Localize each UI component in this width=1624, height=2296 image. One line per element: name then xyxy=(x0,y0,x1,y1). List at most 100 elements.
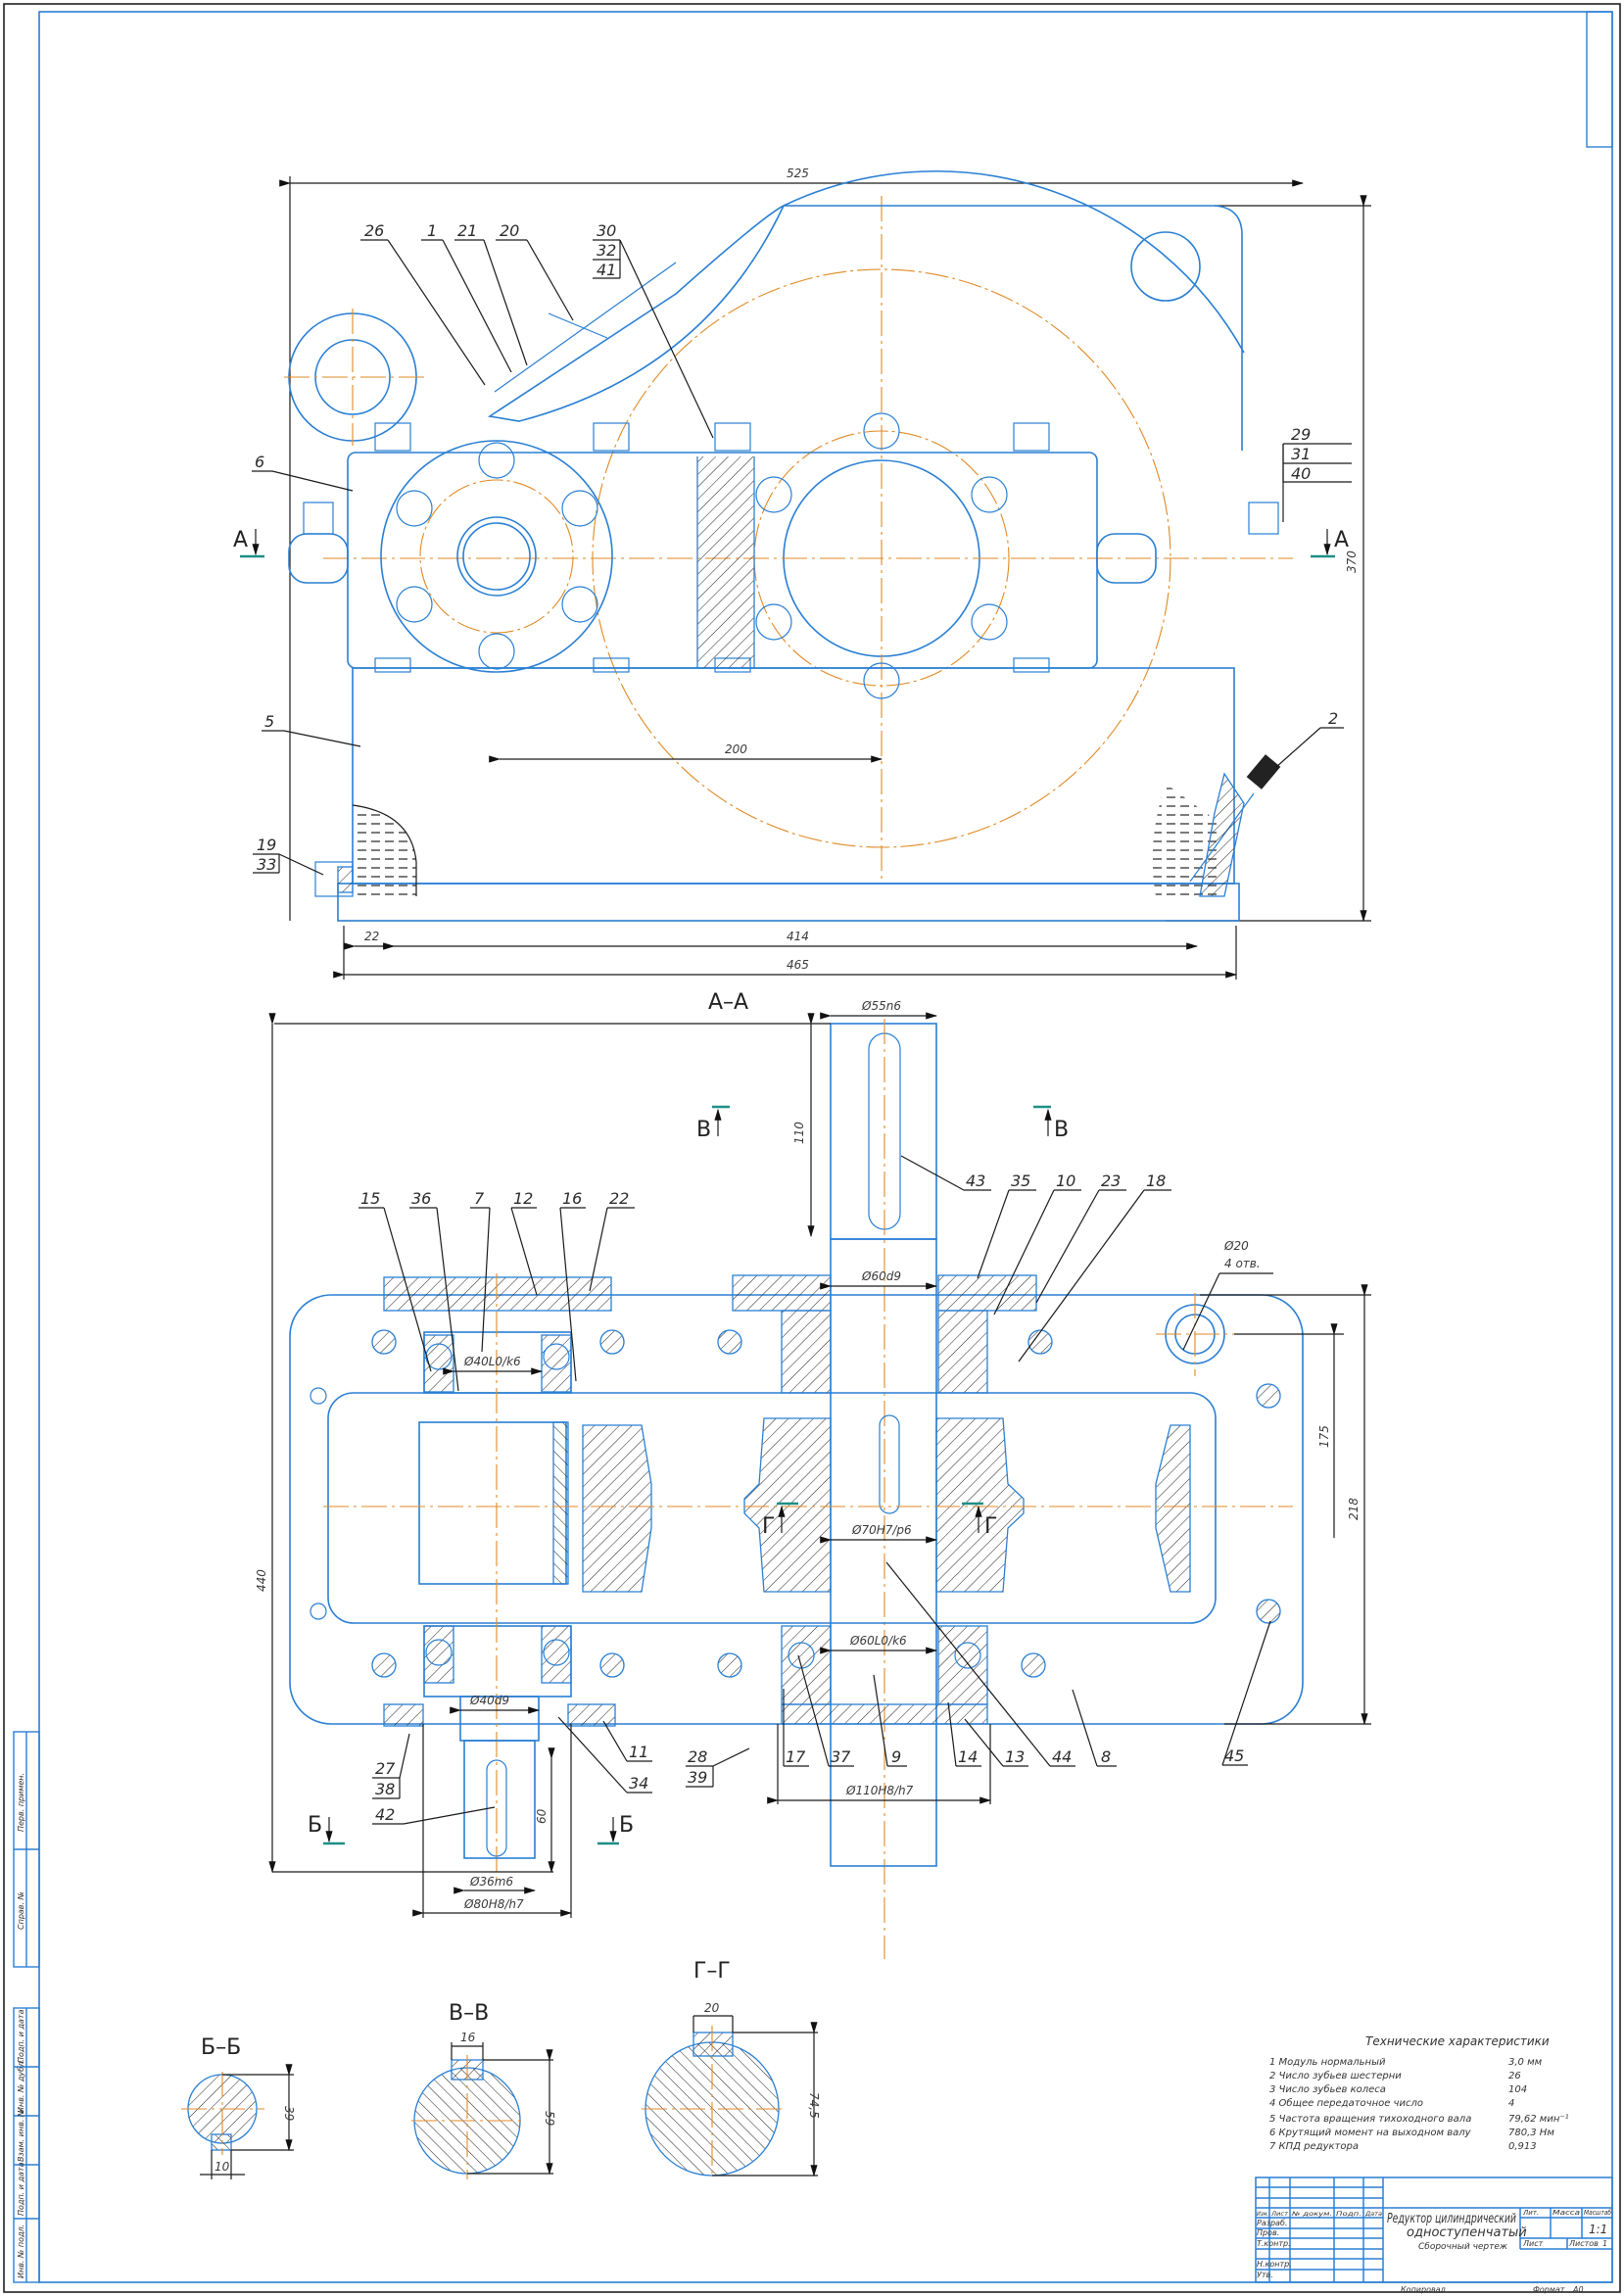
spec-label: 2 Число зубьев шестерни xyxy=(1269,2070,1402,2081)
callout-5: 5 xyxy=(264,712,274,731)
copied-label: Копировал xyxy=(1401,2285,1446,2294)
callout-2: 2 xyxy=(1328,709,1338,728)
sheets-label: Листов xyxy=(1568,2239,1599,2248)
dim-center-distance: 200 xyxy=(725,742,747,756)
role-utv: Утв. xyxy=(1257,2271,1273,2279)
col-date: Дата xyxy=(1364,2211,1382,2218)
dim-height-total: 370 xyxy=(1345,550,1359,573)
callout-30: 30 xyxy=(597,221,616,240)
section-mark-v-left: В xyxy=(696,1118,711,1142)
section-b-b-title: Б–Б xyxy=(201,2035,241,2060)
section-v-v: В–В 59 16 xyxy=(411,2001,556,2179)
technical-specs: Технические характеристики 1 Модуль норм… xyxy=(1269,2034,1569,2152)
callout-29: 29 xyxy=(1291,425,1311,444)
col-list: Лист xyxy=(1270,2211,1289,2218)
callout-26: 26 xyxy=(364,221,384,240)
top-right-stamp xyxy=(1586,11,1613,148)
dim-hole-count: 4 отв. xyxy=(1224,1257,1261,1270)
side-stamp: Перв. примен. Справ. № Подп. и дата Инв.… xyxy=(13,1731,40,2283)
section-g-g: Г–Г 74,5 20 xyxy=(642,1959,821,2177)
dim-gg-key: 20 xyxy=(704,2001,720,2015)
col-izm: Изм. xyxy=(1257,2211,1268,2218)
dim-bb-key: 10 xyxy=(215,2160,230,2174)
callout-14: 14 xyxy=(958,1747,978,1766)
callout-9: 9 xyxy=(891,1747,901,1766)
sheets-count: 1 xyxy=(1602,2239,1607,2248)
section-mark-a-left: А xyxy=(233,528,248,552)
callout-43: 43 xyxy=(966,1172,985,1190)
role-nkontr: Н.контр. xyxy=(1257,2260,1292,2269)
dim-out-shaft-d: Ø55n6 xyxy=(861,999,901,1013)
drawing-subtitle: Сборочный чертеж xyxy=(1418,2242,1508,2252)
dim-out-cover: Ø110H8/h7 xyxy=(845,1784,914,1797)
scale-label: Масштаб xyxy=(1584,2209,1612,2217)
callout-20: 20 xyxy=(500,221,519,240)
callout-8: 8 xyxy=(1101,1747,1111,1766)
callout-17: 17 xyxy=(786,1747,806,1766)
section-a-a: А–А xyxy=(255,990,1371,1959)
spec-label: 3 Число зубьев колеса xyxy=(1269,2083,1386,2095)
callout-22: 22 xyxy=(609,1189,629,1208)
callout-12: 12 xyxy=(513,1189,533,1208)
callout-32: 32 xyxy=(597,241,616,260)
dim-bb-height: 39 xyxy=(282,2106,296,2121)
spec-value: 3,0 мм xyxy=(1508,2057,1543,2068)
callout-34: 34 xyxy=(629,1774,648,1793)
scale-value: 1:1 xyxy=(1589,2223,1607,2236)
role-prov: Пров. xyxy=(1257,2228,1279,2237)
callout-39: 39 xyxy=(688,1768,707,1787)
callout-1: 1 xyxy=(427,221,437,240)
spec-value: 780,3 Нм xyxy=(1508,2128,1554,2138)
callout-41: 41 xyxy=(597,261,616,279)
mass-label: Масса xyxy=(1552,2209,1580,2217)
dim-bearing-out: Ø60L0/k6 xyxy=(849,1634,907,1648)
dim-465: 465 xyxy=(787,958,809,972)
stamp-podp-data-1: Подп. и дата xyxy=(17,2009,25,2063)
callout-42: 42 xyxy=(375,1805,395,1824)
spec-label: 1 Модуль нормальный xyxy=(1269,2057,1386,2068)
role-razrab: Разраб. xyxy=(1257,2219,1287,2227)
format-label: Формат xyxy=(1533,2285,1565,2294)
dim-218: 218 xyxy=(1347,1498,1361,1520)
callout-38: 38 xyxy=(375,1780,395,1798)
format-value: A0 xyxy=(1572,2285,1584,2294)
spec-label: 4 Общее передаточное число xyxy=(1269,2097,1423,2109)
section-g-g-title: Г–Г xyxy=(693,1959,731,1984)
dim-seal-d: Ø60d9 xyxy=(861,1269,901,1283)
callout-11: 11 xyxy=(629,1743,648,1761)
section-b-b: Б–Б 39 10 xyxy=(181,2035,296,2179)
section-mark-b-right: Б xyxy=(619,1813,634,1838)
dim-vv-key: 16 xyxy=(460,2031,476,2044)
stamp-sprav: Справ. № xyxy=(17,1891,25,1930)
spec-label: 7 КПД редуктора xyxy=(1269,2141,1359,2152)
section-mark-v-right: В xyxy=(1054,1118,1069,1142)
dim-bearing-in: Ø40L0/k6 xyxy=(463,1355,521,1368)
callout-15: 15 xyxy=(360,1189,380,1208)
spec-label: 6 Крутящий момент на выходном валу xyxy=(1269,2128,1472,2138)
dim-gear-fit: Ø70H7/p6 xyxy=(851,1523,912,1537)
section-a-a-title: А–А xyxy=(708,990,748,1015)
stamp-inv-podl: Инв. № подл. xyxy=(17,2224,25,2278)
callout-33: 33 xyxy=(257,855,276,874)
lit-label: Лит. xyxy=(1522,2209,1539,2217)
drawing-title-line1: Редуктор цилиндрический xyxy=(1387,2212,1516,2226)
callout-44: 44 xyxy=(1052,1747,1072,1766)
callout-10: 10 xyxy=(1056,1172,1075,1190)
section-mark-b-left: Б xyxy=(308,1813,322,1838)
spec-value: 26 xyxy=(1508,2071,1521,2081)
callout-31: 31 xyxy=(1291,445,1311,463)
col-sign: Подп. xyxy=(1336,2211,1361,2218)
dim-in-cover: Ø80H8/h7 xyxy=(463,1897,524,1911)
callout-6: 6 xyxy=(255,453,264,471)
outer-frame xyxy=(3,3,1621,2293)
specs-title: Технические характеристики xyxy=(1365,2034,1550,2048)
spec-value: 4 xyxy=(1508,2098,1514,2109)
spec-label: 5 Частота вращения тихоходного вала xyxy=(1269,2114,1471,2125)
title-block: Изм. Лист № докум. Подп. Дата Разраб. Пр… xyxy=(1255,2176,1613,2294)
drawing-title-line2: одноступенчатый xyxy=(1407,2225,1527,2240)
callout-40: 40 xyxy=(1291,464,1311,483)
callout-28: 28 xyxy=(688,1747,707,1766)
callout-7: 7 xyxy=(474,1189,485,1208)
dim-gg-height: 74,5 xyxy=(807,2092,821,2119)
